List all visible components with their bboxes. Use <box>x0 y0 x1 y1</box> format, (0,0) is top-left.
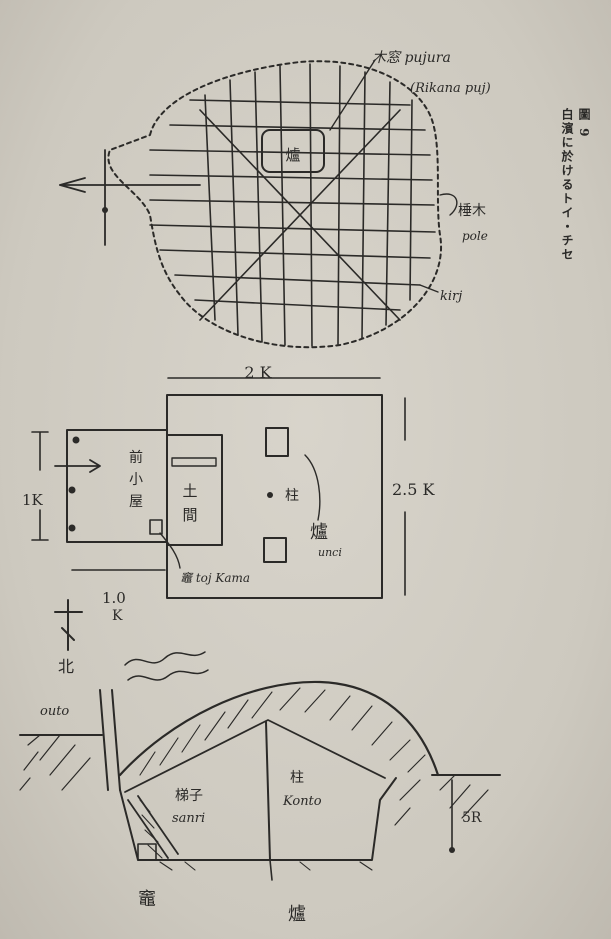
hearth-label: 爐 <box>310 522 328 543</box>
pillar-base <box>269 859 273 881</box>
section-pillar-label-jp: 柱 <box>290 770 304 786</box>
width-dimension-label: 2 K <box>244 363 272 382</box>
front-room-label-1: 前 <box>129 449 143 466</box>
sanri-label-en: sanri <box>172 811 205 826</box>
ladder <box>127 795 179 859</box>
kama-leader <box>159 532 181 569</box>
left-width-label-2: K <box>112 608 123 624</box>
center-pillar <box>265 721 271 861</box>
pole-leader <box>439 193 458 216</box>
north-label: 北 <box>58 657 74 676</box>
depth-dimension-dot <box>449 847 455 853</box>
pujura-label: 木窓 pujura <box>372 50 451 66</box>
lower-window-box <box>263 537 287 563</box>
figure-caption: 圖 9 白濱に於けるトイ・チセ <box>560 108 593 262</box>
roof-plan-view: 爐 木窓 pujura (Rikana puj) 棰木 pole kirj <box>59 50 491 349</box>
pujura-leader <box>329 59 376 131</box>
upper-window-box <box>265 427 289 457</box>
smoke-line-1 <box>124 651 206 666</box>
kama-label: 竈 toj Kama <box>180 571 250 585</box>
main-house-outline <box>166 394 383 599</box>
floor-plan-view: 2 K 2.5 K 土 間 前 小 屋 1K 1.0 <box>22 363 436 676</box>
sanri-label-jp: 梯子 <box>175 788 203 804</box>
height-dimension-label: 2.5 K <box>392 480 436 499</box>
entry-label-1: 土 <box>182 482 197 500</box>
depth-dimension-label: 5R <box>462 810 482 826</box>
roof-hatch <box>139 687 426 776</box>
kiraj-label: kirj <box>440 289 462 304</box>
smoke-line-2 <box>127 669 209 681</box>
front-post-1 <box>72 436 80 444</box>
ground-hatch-right <box>394 774 489 826</box>
center-label: 爐 <box>285 146 300 164</box>
entry-label-2: 間 <box>182 506 197 524</box>
arrow-head-left <box>59 177 86 193</box>
section-pillar-label-en: Konto <box>282 794 322 809</box>
kama-box <box>149 519 163 535</box>
left-node <box>102 207 108 213</box>
left-height-dimension <box>31 431 49 541</box>
cross-section-view: outo 梯子 sanri 柱 Konto <box>19 651 501 925</box>
chimney <box>99 689 121 791</box>
entrance-arrow <box>54 459 101 473</box>
north-arrow <box>54 599 83 651</box>
pillar-label: 柱 <box>285 488 299 504</box>
pole-label-jp: 棰木 <box>458 203 486 219</box>
entry-bench <box>171 457 217 467</box>
ground-hatch-left <box>19 734 91 791</box>
roof-arch-outer <box>118 680 440 777</box>
pujura-paren-label: (Rikana puj) <box>410 81 491 96</box>
roof-arch-inner <box>124 719 386 793</box>
rafter-grid <box>149 63 436 347</box>
left-width-label-1: 1.0 <box>102 589 126 607</box>
pole-label-en: pole <box>462 229 488 243</box>
figure-title: 白濱に於けるトイ・チセ <box>560 108 574 262</box>
kiraj-leader <box>419 284 439 293</box>
front-room-label-3: 屋 <box>129 494 143 510</box>
section-kama-label: 竈 <box>138 889 156 910</box>
hearth-label-en: unci <box>318 546 342 559</box>
figure-number: 圖 9 <box>577 108 591 139</box>
front-post-3 <box>68 524 76 532</box>
hearth-leader <box>304 454 321 521</box>
pillar-dot <box>267 492 273 498</box>
smoke-window-box <box>261 129 325 173</box>
front-post-2 <box>68 486 76 494</box>
outo-label: outo <box>40 704 69 719</box>
section-hearth-label: 爐 <box>288 904 306 925</box>
front-room-outline <box>66 429 168 543</box>
pit-outline <box>119 777 397 861</box>
left-height-label: 1K <box>22 491 44 509</box>
section-kama-box <box>137 843 157 861</box>
front-room-label-2: 小 <box>129 472 143 488</box>
